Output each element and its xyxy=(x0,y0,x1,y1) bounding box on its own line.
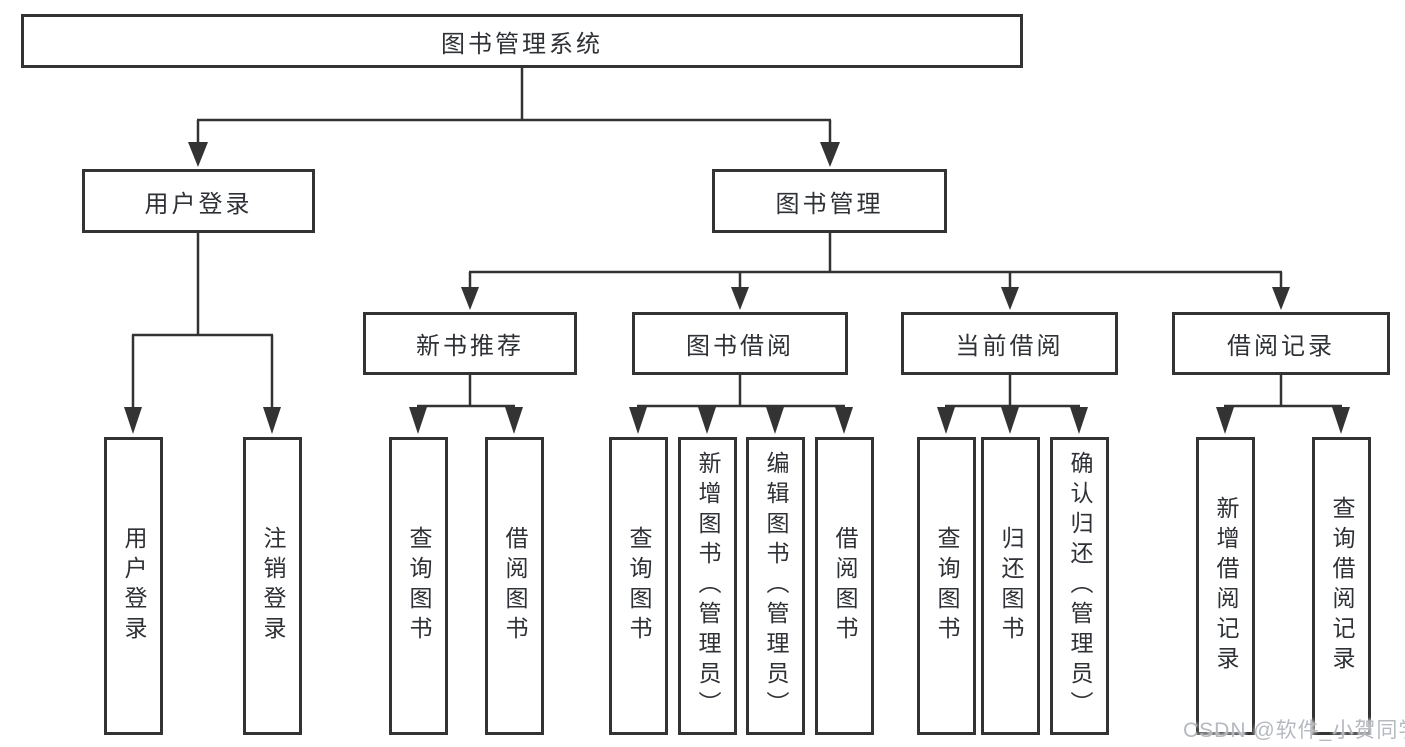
leaf-query-books-recommend: 查询图书 xyxy=(389,437,448,735)
leaf-user-login: 用户登录 xyxy=(104,437,163,735)
leaf-add-borrow-record: 新增借阅记录 xyxy=(1196,437,1255,735)
node-new-book-recommend: 新书推荐 xyxy=(363,312,577,375)
leaf-add-book-admin: 新增图书（管理员） xyxy=(678,437,737,735)
csdn-watermark: CSDN @软件_小贺同学 xyxy=(1183,719,1405,742)
node-book-management: 图书管理 xyxy=(712,169,947,233)
node-borrowing-records: 借阅记录 xyxy=(1172,312,1390,375)
leaf-return-book: 归还图书 xyxy=(981,437,1040,735)
leaf-query-books-borrowing: 查询图书 xyxy=(609,437,668,735)
leaf-query-borrow-record: 查询借阅记录 xyxy=(1312,437,1371,735)
leaf-borrow-books-borrowing: 借阅图书 xyxy=(815,437,874,735)
node-library-management-system: 图书管理系统 xyxy=(21,14,1023,68)
leaf-borrow-books-recommend: 借阅图书 xyxy=(485,437,544,735)
node-user-login: 用户登录 xyxy=(82,169,315,233)
leaf-query-books-current: 查询图书 xyxy=(917,437,976,735)
node-current-borrowing: 当前借阅 xyxy=(901,312,1118,375)
leaf-confirm-return-admin: 确认归还（管理员） xyxy=(1050,437,1109,735)
leaf-logout: 注销登录 xyxy=(243,437,302,735)
leaf-edit-book-admin: 编辑图书（管理员） xyxy=(746,437,805,735)
node-book-borrowing: 图书借阅 xyxy=(632,312,848,375)
